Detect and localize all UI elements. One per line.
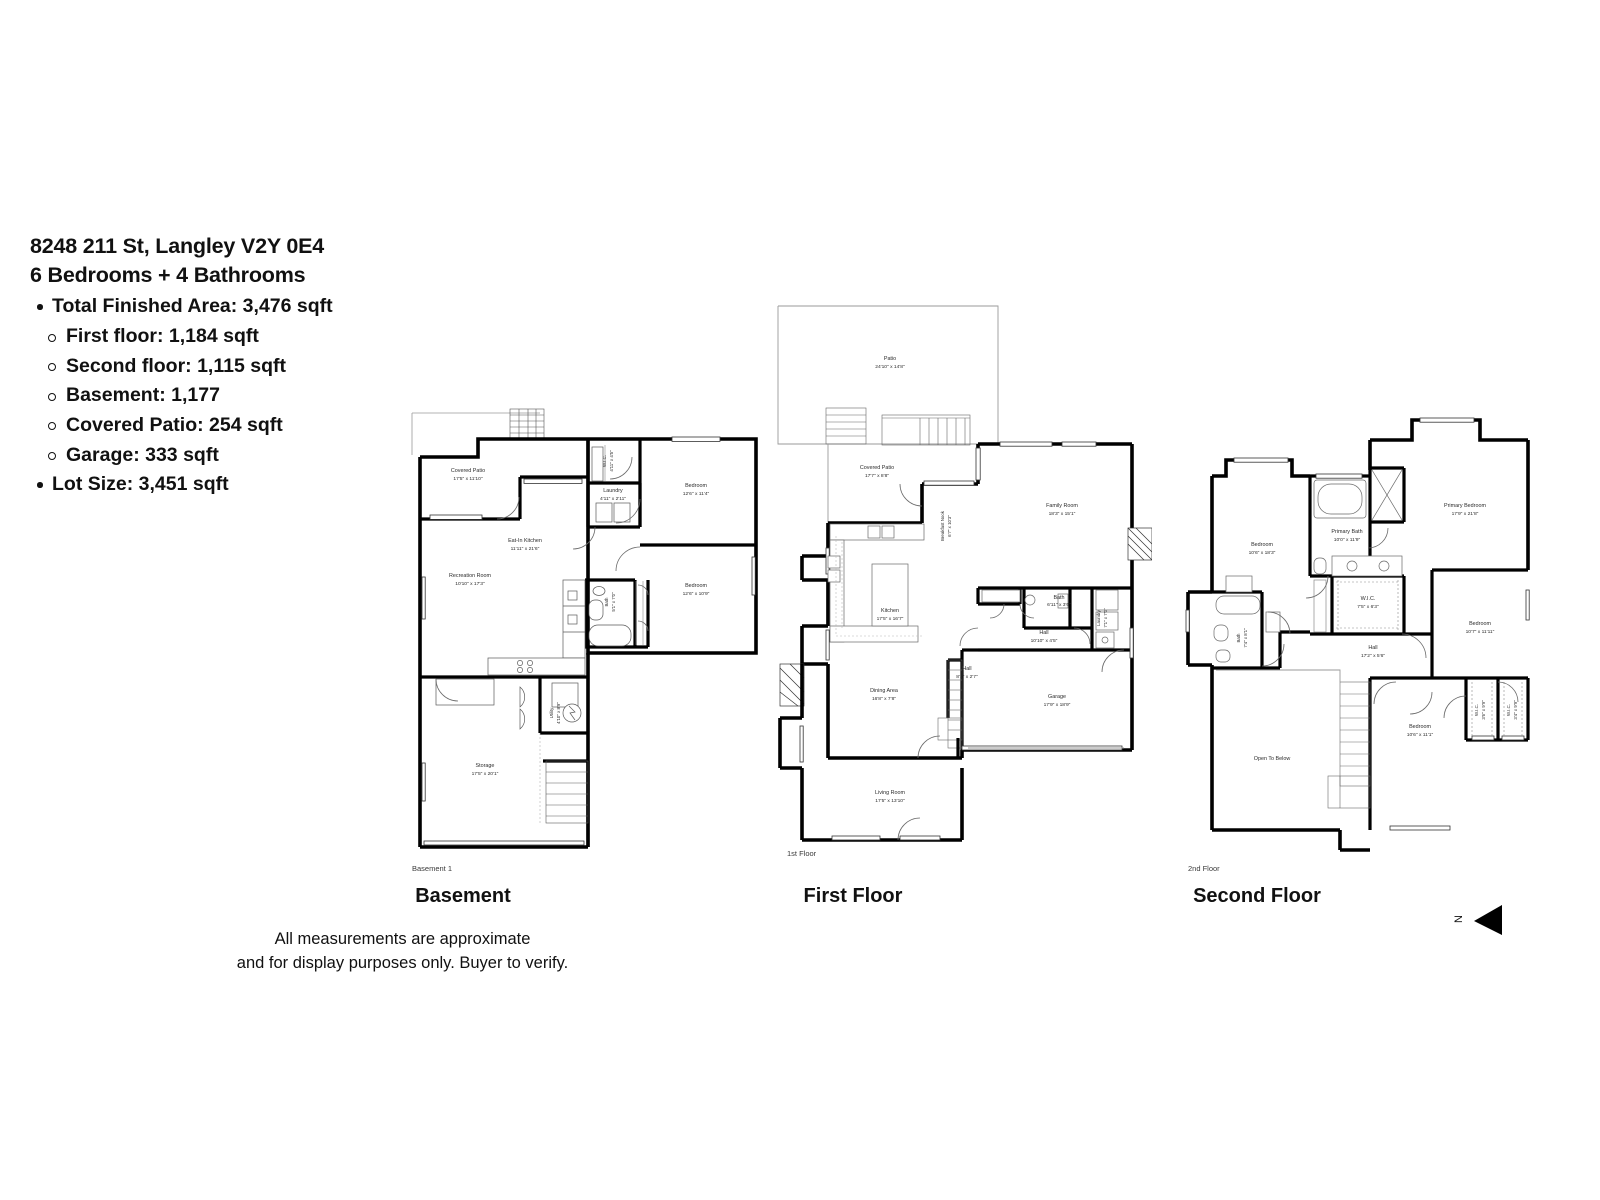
bed-bath-subtitle: 6 Bedrooms + 4 Bathrooms (30, 263, 306, 288)
svg-text:4'11" x 4'5": 4'11" x 4'5" (609, 450, 614, 472)
first-floor-plan-tag: 1st Floor (787, 849, 817, 858)
basement-plan-tag: Basement 1 (412, 864, 453, 873)
first-floor-plan: Patio 24'10" x 14'8" Covered Patio 17'7"… (772, 298, 1152, 868)
svg-text:Eat-In Kitchen: Eat-In Kitchen (508, 538, 542, 544)
area-list: Total Finished Area: 3,476 sqft First fl… (30, 292, 450, 499)
total-area-item: Total Finished Area: 3,476 sqft (30, 292, 450, 322)
disclaimer-line-1: All measurements are approximate (274, 930, 531, 948)
svg-text:W.I.C.: W.I.C. (1506, 704, 1511, 716)
svg-text:Hall: Hall (1368, 645, 1377, 651)
svg-text:4'10" x 8'9": 4'10" x 8'9" (556, 702, 561, 724)
svg-text:10'7" x 11'11": 10'7" x 11'11" (1466, 629, 1495, 635)
svg-text:Bath: Bath (1053, 595, 1064, 601)
svg-text:12'6" x 11'4": 12'6" x 11'4" (683, 491, 710, 497)
lot-size-item: Lot Size: 3,451 sqft (30, 470, 450, 500)
room-labels: Covered Patio 17'5" x 11'10" W.I.C. 4'11… (449, 450, 710, 777)
svg-text:17'7" x 8'8": 17'7" x 8'8" (865, 473, 889, 479)
svg-text:7'4" x 8'1": 7'4" x 8'1" (1243, 628, 1248, 648)
list-item: Basement: 1,177 (30, 381, 450, 411)
svg-text:3'6" x 9'9": 3'6" x 9'9" (1481, 700, 1486, 720)
basement-floor-plan: Covered Patio 17'5" x 11'10" W.I.C. 4'11… (400, 395, 760, 865)
list-item: First floor: 1,184 sqft (30, 322, 450, 352)
second-floor-plan: Bedroom 10'6" x 18'3" Primary Bath 10'0"… (1180, 400, 1530, 860)
svg-text:7'1" x 7'0": 7'1" x 7'0" (1103, 608, 1108, 628)
svg-text:7'5" x 6'3": 7'5" x 6'3" (1357, 604, 1379, 610)
svg-text:4'11" x 2'11": 4'11" x 2'11" (600, 496, 626, 502)
svg-text:24'10" x 14'8": 24'10" x 14'8" (875, 364, 905, 370)
list-item: Garage: 333 sqft (30, 441, 450, 471)
svg-text:Bedroom: Bedroom (685, 583, 707, 589)
svg-text:Garage: Garage (1048, 694, 1066, 700)
svg-text:Dining Area: Dining Area (870, 688, 898, 694)
svg-text:W.I.C.: W.I.C. (1361, 596, 1376, 602)
svg-text:Living Room: Living Room (875, 790, 905, 796)
svg-text:Family Room: Family Room (1046, 503, 1078, 509)
svg-text:Bedroom: Bedroom (1469, 621, 1491, 627)
svg-text:Utility: Utility (549, 707, 554, 719)
svg-text:16'8" x 7'8": 16'8" x 7'8" (872, 696, 896, 702)
svg-text:6'11" x 3'6": 6'11" x 3'6" (1047, 602, 1071, 608)
svg-text:Bedroom: Bedroom (1251, 542, 1273, 548)
north-label: N (1452, 915, 1465, 923)
svg-text:8'3" x 2'7": 8'3" x 2'7" (956, 674, 978, 680)
svg-text:17'9" x 21'8": 17'9" x 21'8" (1452, 511, 1479, 517)
svg-text:10'6" x 11'1": 10'6" x 11'1" (1407, 732, 1434, 738)
svg-text:Covered Patio: Covered Patio (860, 465, 894, 471)
svg-text:W.I.C.: W.I.C. (602, 455, 607, 467)
svg-text:6'7" x 10'3": 6'7" x 10'3" (947, 515, 952, 537)
svg-text:Bath: Bath (604, 597, 609, 607)
svg-text:Kitchen: Kitchen (881, 608, 899, 614)
svg-text:3'4" x 9'9": 3'4" x 9'9" (1513, 700, 1518, 720)
disclaimer: All measurements are approximate and for… (0, 928, 1600, 976)
svg-text:17'5" x 13'10": 17'5" x 13'10" (875, 798, 905, 804)
svg-text:17'5" x 20'1": 17'5" x 20'1" (472, 771, 499, 777)
svg-text:5'1" x 7'0": 5'1" x 7'0" (611, 592, 616, 612)
svg-text:17'2" x 5'6": 17'2" x 5'6" (1361, 653, 1385, 659)
svg-text:Laundry: Laundry (603, 488, 623, 494)
svg-text:W.I.C.: W.I.C. (1474, 704, 1479, 716)
svg-text:18'3" x 15'1": 18'3" x 15'1" (1049, 511, 1076, 517)
basement-title: Basement (415, 885, 511, 907)
disclaimer-line-2: and for display purposes only. Buyer to … (236, 953, 569, 972)
svg-text:Bath: Bath (1236, 633, 1241, 643)
svg-text:Hall: Hall (1039, 630, 1048, 636)
svg-text:17'5" x 16'7": 17'5" x 16'7" (877, 616, 904, 622)
svg-text:Laundry: Laundry (1096, 609, 1101, 626)
svg-text:17'5" x 11'10": 17'5" x 11'10" (453, 476, 482, 482)
area-breakdown-list: First floor: 1,184 sqft Second floor: 1,… (30, 322, 450, 470)
svg-text:Covered Patio: Covered Patio (451, 468, 485, 474)
svg-text:17'9" x 18'9": 17'9" x 18'9" (1044, 702, 1071, 708)
svg-text:10'0" x 11'9": 10'0" x 11'9" (1334, 537, 1361, 543)
svg-text:12'6" x 10'9": 12'6" x 10'9" (683, 591, 710, 597)
svg-text:Breakfast Nook: Breakfast Nook (940, 510, 945, 541)
svg-text:Primary Bath: Primary Bath (1331, 529, 1362, 535)
list-item: Covered Patio: 254 sqft (30, 411, 450, 441)
svg-text:10'10" x 17'3": 10'10" x 17'3" (455, 581, 485, 587)
north-arrow-icon: N (1452, 903, 1504, 937)
svg-text:Bedroom: Bedroom (1409, 724, 1431, 730)
listing-info: 8248 211 St, Langley V2Y 0E4 6 Bedrooms … (30, 232, 450, 500)
svg-text:Recreation Room: Recreation Room (449, 573, 491, 579)
svg-text:10'10" x 4'5": 10'10" x 4'5" (1031, 638, 1058, 644)
svg-text:Patio: Patio (884, 356, 896, 362)
svg-text:Open To Below: Open To Below (1254, 756, 1291, 762)
list-item: Second floor: 1,115 sqft (30, 352, 450, 382)
svg-text:11'11" x 21'6": 11'11" x 21'6" (511, 546, 540, 552)
page-title: 8248 211 St, Langley V2Y 0E4 (30, 234, 325, 258)
svg-text:10'6" x 18'3": 10'6" x 18'3" (1249, 550, 1276, 556)
first-floor-title: First Floor (803, 885, 903, 907)
svg-text:Bedroom: Bedroom (685, 483, 707, 489)
svg-text:Storage: Storage (476, 763, 495, 769)
second-floor-plan-tag: 2nd Floor (1188, 864, 1220, 873)
second-floor-title: Second Floor (1193, 885, 1321, 907)
svg-text:Hall: Hall (962, 666, 971, 672)
svg-text:Primary Bedroom: Primary Bedroom (1444, 503, 1486, 509)
